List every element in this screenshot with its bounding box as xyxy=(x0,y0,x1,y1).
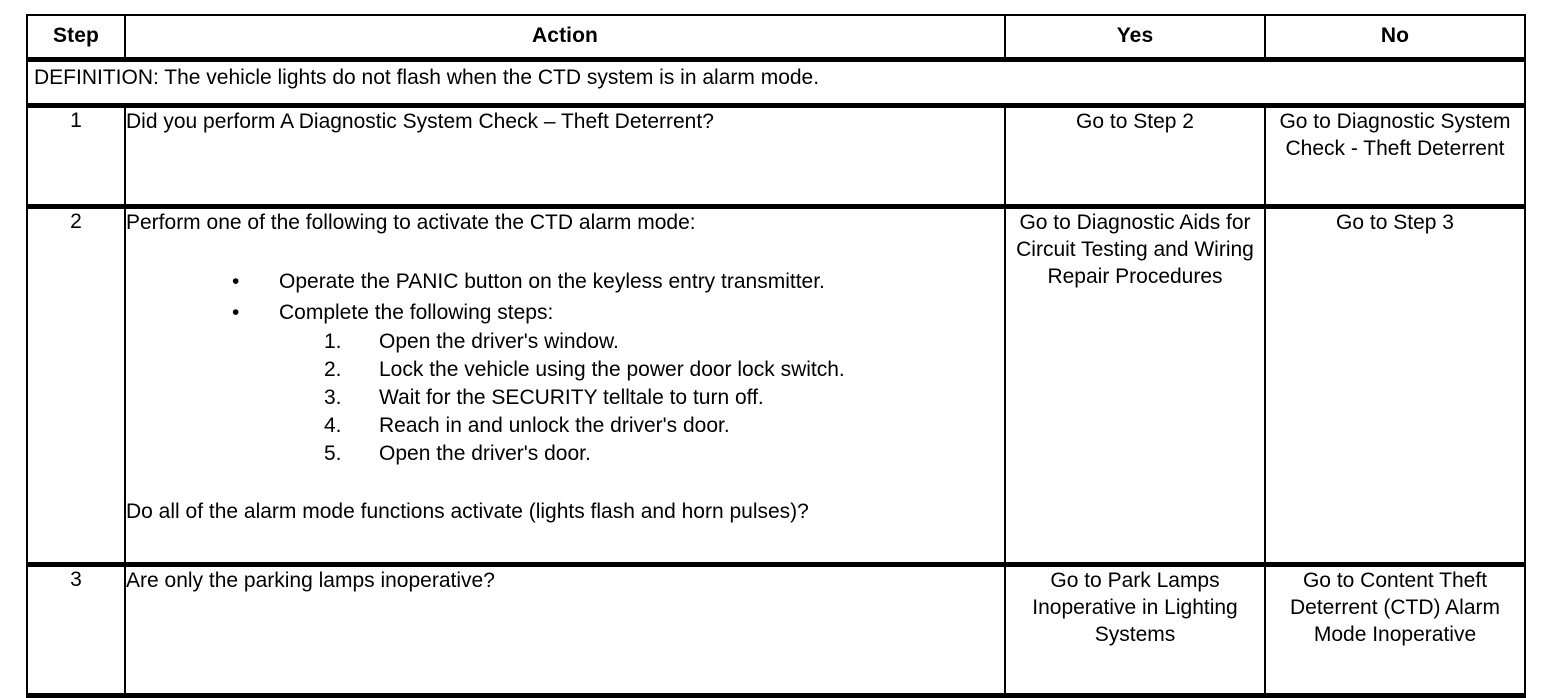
yes-cell: Go to Park Lamps Inoperative in Lighting… xyxy=(1004,564,1266,698)
action-cell: Are only the parking lamps inoperative? xyxy=(124,564,1006,698)
list-number: 1. xyxy=(324,330,342,353)
list-item: 1. Open the driver's window. xyxy=(126,328,1004,356)
activation-bullet-list: • Operate the PANIC button on the keyles… xyxy=(126,266,1004,328)
list-item: • Operate the PANIC button on the keyles… xyxy=(126,266,1004,297)
yes-text: Go to Park Lamps Inoperative in Lighting… xyxy=(1032,569,1238,646)
no-text: Go to Step 3 xyxy=(1336,211,1454,234)
column-header-no: No xyxy=(1264,14,1526,62)
list-number: 4. xyxy=(324,414,342,437)
numbered-substep-list: 1. Open the driver's window. 2. Lock the… xyxy=(126,328,1004,468)
no-text: Go to Diagnostic System Check - Theft De… xyxy=(1279,110,1511,160)
column-header-action: Action xyxy=(124,14,1006,62)
table-row: 2 Perform one of the following to activa… xyxy=(26,206,1526,567)
action-tail-text: Do all of the alarm mode functions activ… xyxy=(126,500,809,523)
list-item: 2. Lock the vehicle using the power door… xyxy=(126,356,1004,384)
table-row: 1 Did you perform A Diagnostic System Ch… xyxy=(26,105,1526,209)
bullet-text: Operate the PANIC button on the keyless … xyxy=(279,270,825,293)
substep-text: Lock the vehicle using the power door lo… xyxy=(379,358,845,381)
action-cell: Perform one of the following to activate… xyxy=(124,206,1006,567)
yes-text: Go to Diagnostic Aids for Circuit Testin… xyxy=(1016,211,1254,288)
step-number: 3 xyxy=(26,564,126,698)
yes-text: Go to Step 2 xyxy=(1076,110,1194,133)
action-spacer xyxy=(126,594,1004,624)
yes-cell: Go to Step 2 xyxy=(1004,105,1266,209)
no-cell: Go to Step 3 xyxy=(1264,206,1526,567)
column-header-yes: Yes xyxy=(1004,14,1266,62)
list-item: 3. Wait for the SECURITY telltale to tur… xyxy=(126,384,1004,412)
yes-cell: Go to Diagnostic Aids for Circuit Testin… xyxy=(1004,206,1266,567)
substep-text: Open the driver's window. xyxy=(379,330,619,353)
definition-row: DEFINITION: The vehicle lights do not fl… xyxy=(26,59,1526,108)
list-item: • Complete the following steps: xyxy=(126,297,1004,328)
diagnostic-procedure-table: Step Action Yes No DEFINITION: The vehic… xyxy=(26,14,1526,698)
action-lead-text: Did you perform A Diagnostic System Chec… xyxy=(126,110,714,133)
step-number: 2 xyxy=(26,206,126,567)
definition-cell: DEFINITION: The vehicle lights do not fl… xyxy=(26,59,1526,108)
substep-text: Open the driver's door. xyxy=(379,442,591,465)
bullet-icon: • xyxy=(232,270,240,293)
list-number: 3. xyxy=(324,386,342,409)
action-lead-text: Perform one of the following to activate… xyxy=(126,211,696,234)
definition-text: DEFINITION: The vehicle lights do not fl… xyxy=(34,66,820,89)
list-item: 4. Reach in and unlock the driver's door… xyxy=(126,412,1004,440)
action-spacer xyxy=(126,236,1004,266)
substep-text: Wait for the SECURITY telltale to turn o… xyxy=(379,386,764,409)
no-text: Go to Content Theft Deterrent (CTD) Alar… xyxy=(1289,569,1501,646)
no-cell: Go to Diagnostic System Check - Theft De… xyxy=(1264,105,1526,209)
action-lead-text: Are only the parking lamps inoperative? xyxy=(126,569,495,592)
action-cell: Did you perform A Diagnostic System Chec… xyxy=(124,105,1006,209)
step-number: 1 xyxy=(26,105,126,209)
table-row: 3 Are only the parking lamps inoperative… xyxy=(26,564,1526,698)
substep-text: Reach in and unlock the driver's door. xyxy=(379,414,730,437)
action-spacer xyxy=(126,468,1004,498)
bullet-text: Complete the following steps: xyxy=(279,301,554,324)
bullet-icon: • xyxy=(232,301,240,324)
action-spacer xyxy=(126,135,1004,165)
no-cell: Go to Content Theft Deterrent (CTD) Alar… xyxy=(1264,564,1526,698)
list-item: 5. Open the driver's door. xyxy=(126,440,1004,468)
list-number: 2. xyxy=(324,358,342,381)
list-number: 5. xyxy=(324,442,342,465)
column-header-step: Step xyxy=(26,14,126,62)
table-header-row: Step Action Yes No xyxy=(26,14,1526,62)
